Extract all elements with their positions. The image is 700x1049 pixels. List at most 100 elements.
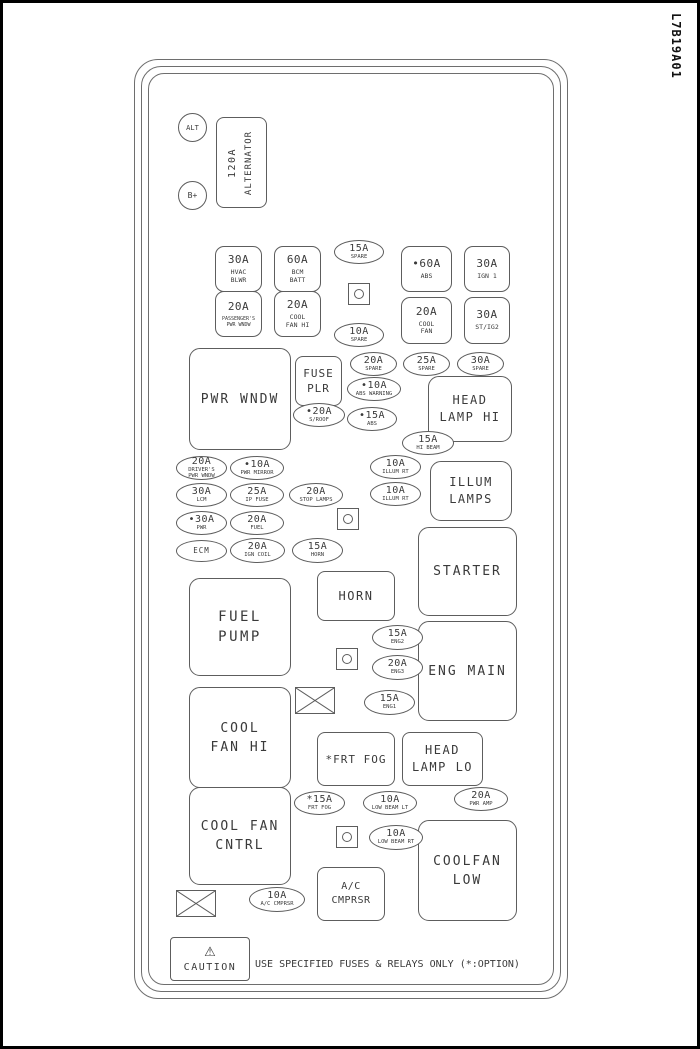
bolt-circle-icon — [342, 654, 352, 664]
relay-head-lamp-lo: HEAD LAMP LO — [402, 732, 483, 786]
amp: 10A — [380, 793, 400, 805]
label: IP FUSE — [245, 496, 269, 503]
amp: 20A — [415, 304, 438, 318]
relay-frt-fog: *FRT FOG — [317, 732, 395, 786]
amp: 30A — [470, 354, 491, 366]
fuse-ecm: ECM — [176, 540, 227, 562]
amp: 15A — [387, 628, 408, 640]
fuse-spare-20a: 20A SPARE — [350, 352, 397, 376]
label: LOW BEAM LT — [371, 804, 409, 811]
fuse-hi-beam: 15A HI BEAM — [402, 431, 454, 455]
label: A/C CMPRSR — [260, 901, 294, 908]
crossed-slot-icon — [295, 687, 335, 714]
label: STOP LAMPS — [299, 496, 333, 503]
terminal-alt-label: ALT — [186, 123, 199, 132]
caution-label: CAUTION — [183, 962, 237, 973]
label: HEAD — [452, 393, 488, 407]
amp: •60A — [412, 256, 441, 270]
fuse-pwr-mirror: •10A PWR MIRROR — [230, 456, 284, 480]
amp: 20A — [306, 485, 326, 497]
label: ABS — [420, 271, 433, 280]
fuse-block-st-ig2: 30A ST/IG2 — [464, 297, 510, 344]
label: SPARE — [418, 365, 435, 372]
label: COOL — [289, 313, 306, 321]
bolt-symbol — [337, 508, 359, 530]
label: LOW BEAM RT — [377, 839, 415, 846]
fuse-block-abs: •60A ABS — [401, 246, 452, 292]
label: PASSENGER'S — [221, 315, 256, 322]
label: PWR MIRROR — [240, 469, 274, 476]
label: COOL FAN — [200, 819, 280, 834]
label: BCM — [291, 268, 304, 276]
label: ST/IG2 — [475, 323, 499, 332]
fuse-illum-rt-2: 10A ILLUM RT — [370, 482, 421, 506]
fuse-drivers-pwr-wndw: 20A DRIVER'S PWR WNDW — [176, 456, 227, 480]
relay-starter: STARTER — [418, 527, 517, 616]
relay-fuel-pump: FUEL PUMP — [189, 578, 291, 676]
amp: 20A — [387, 658, 408, 670]
relay-horn: HORN — [317, 571, 395, 621]
label: LCM — [196, 496, 207, 503]
bolt-symbol — [336, 826, 358, 848]
amp: 20A — [363, 354, 384, 366]
relay-cool-fan-cntrl: COOL FAN CNTRL — [189, 787, 291, 885]
label: PUMP — [218, 629, 262, 645]
fuse-lcm: 30A LCM — [176, 483, 227, 507]
label: ABS WARNING — [355, 390, 393, 397]
amp: 30A — [227, 253, 250, 266]
label: PWR AMP — [469, 800, 493, 807]
label: CNTRL — [215, 838, 265, 853]
label: ENG2 — [390, 639, 405, 646]
fuse-frt-fog: *15A FRT FOG — [294, 791, 345, 815]
warning-triangle-icon: ⚠ — [204, 945, 216, 960]
label: LAMPS — [449, 492, 493, 506]
label: PWR WNDW — [200, 391, 280, 407]
label: COOLFAN — [433, 853, 502, 869]
amp: •20A — [305, 405, 333, 417]
label: ECM — [193, 546, 210, 555]
amp: •10A — [360, 379, 388, 391]
terminal-b-plus-label: B+ — [187, 191, 198, 200]
amp: 10A — [386, 828, 406, 840]
relay-pwr-wndw: PWR WNDW — [189, 348, 291, 450]
label: SPARE — [365, 365, 382, 372]
label: LAMP LO — [411, 760, 474, 774]
fuse-spare-30a: 30A SPARE — [457, 352, 504, 376]
amp: 15A — [418, 433, 438, 445]
label: ABS — [367, 420, 377, 427]
amp: 20A — [471, 789, 491, 801]
label: CMPRSR — [331, 895, 371, 906]
label: COOL — [220, 720, 260, 736]
amp: 15A — [349, 242, 369, 254]
label: ENG MAIN — [428, 663, 507, 679]
amp: 20A — [191, 455, 212, 467]
fuse-low-beam-lt: 10A LOW BEAM LT — [363, 791, 417, 815]
relay-ac-cmprsr: A/C CMPRSR — [317, 867, 385, 921]
amp: 20A — [247, 513, 267, 525]
amp: 15A — [307, 541, 328, 553]
fuse-block-cool-fan-hi: 20A COOL FAN HI — [274, 291, 321, 337]
label: FUEL — [218, 609, 262, 625]
label: LAMP HI — [439, 410, 501, 424]
label: FAN HI — [285, 320, 310, 329]
label: COOL — [418, 319, 435, 328]
caution-note: USE SPECIFIED FUSES & RELAYS ONLY (*:OPT… — [255, 959, 520, 970]
amp: 30A — [476, 308, 498, 322]
relay-head-lamp-hi: HEAD LAMP HI — [428, 376, 512, 442]
amp: 60A — [286, 253, 309, 266]
label: ENG1 — [382, 704, 397, 711]
terminal-b-plus: B+ — [178, 181, 207, 210]
label: SPARE — [350, 253, 368, 260]
amp: 25A — [416, 354, 437, 366]
alternator-label: 120A ALTERNATOR — [226, 130, 258, 194]
amp: 10A — [349, 325, 369, 337]
fuse-ac-cmprsr: 10A A/C CMPRSR — [249, 887, 305, 912]
fusebox-outline-inner — [148, 73, 554, 985]
fuse-block-ign1: 30A IGN 1 — [464, 246, 510, 292]
label: FAN HI — [210, 739, 270, 755]
label: S/ROOF — [309, 416, 329, 423]
fuse-spare-25a: 25A SPARE — [403, 352, 450, 376]
label: FUSE — [303, 367, 334, 380]
fuse-spare-10a: 10A SPARE — [334, 323, 384, 347]
